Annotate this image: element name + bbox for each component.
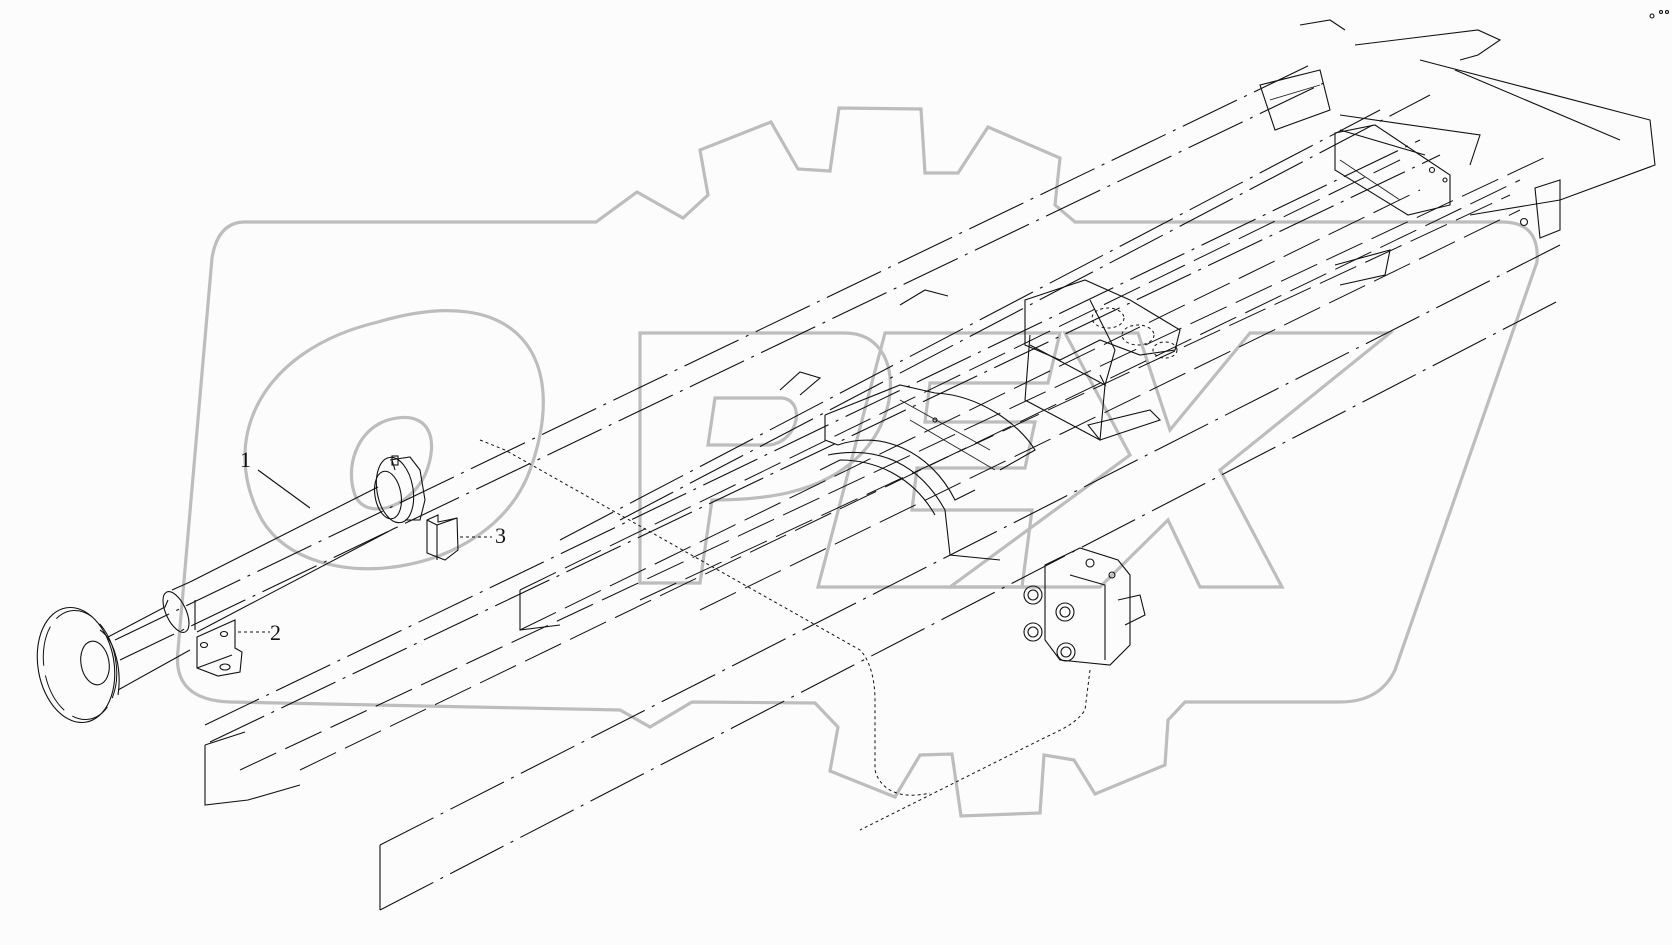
hose-line xyxy=(479,439,931,796)
valve-block-assembly xyxy=(859,547,1146,831)
rail-support-plates xyxy=(779,19,1391,441)
arched-cover-bracket xyxy=(819,384,1036,561)
callout-3-label[interactable]: 3 xyxy=(495,523,506,548)
part-2-bracket[interactable] xyxy=(196,619,270,677)
part-1-shaft[interactable] xyxy=(29,454,426,728)
callout-1-label[interactable]: 1 xyxy=(240,447,251,472)
callout-2-label[interactable]: 2 xyxy=(270,620,281,645)
rear-frame-assembly xyxy=(1259,29,1656,239)
frame-rails xyxy=(114,64,1561,911)
part-3-clip[interactable] xyxy=(426,514,492,561)
watermark-opex-letters-icon xyxy=(243,309,1395,589)
middle-crossmember xyxy=(1024,279,1181,441)
watermark-gear-icon xyxy=(175,106,1539,818)
corner-marks xyxy=(1649,9,1670,19)
